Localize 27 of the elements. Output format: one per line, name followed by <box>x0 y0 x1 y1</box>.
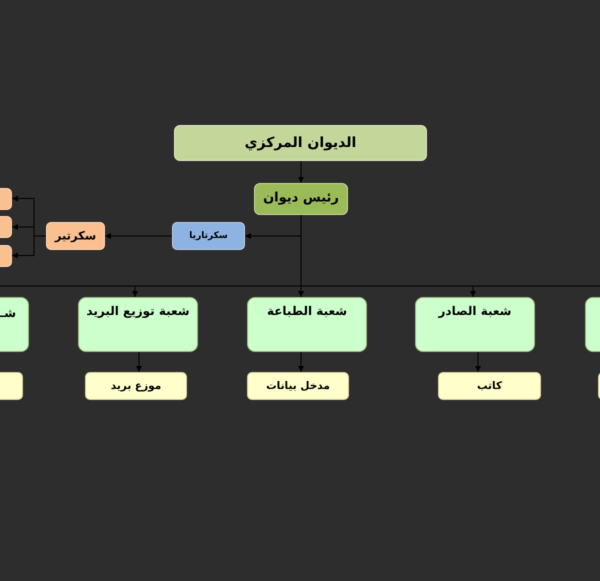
role-title: سكرتير <box>54 229 96 243</box>
section-title: شعبة توزيع البريد <box>86 305 190 319</box>
staff-box <box>46 222 105 250</box>
job-title: موزع بريد <box>110 380 162 392</box>
connector-arrow <box>475 352 481 372</box>
section-box <box>78 297 198 352</box>
role-title: سكرتاريا <box>189 230 228 242</box>
title-box <box>174 125 427 161</box>
staff-box <box>172 222 245 250</box>
connector-arrow <box>136 352 142 372</box>
job-box <box>438 372 541 400</box>
section-box <box>415 297 535 352</box>
job-box <box>247 372 349 400</box>
connector-arrow <box>298 160 304 184</box>
connector-arrow <box>12 236 46 258</box>
org-title: الديوان المركزي <box>244 134 356 152</box>
section-title: شعبة الطباعة <box>266 305 348 319</box>
connector-arrow <box>104 233 172 239</box>
section-title: شعبة الصادر <box>438 305 512 319</box>
section-box <box>247 297 367 352</box>
role-title: رئيس ديوان <box>263 192 339 206</box>
job-box <box>85 372 187 400</box>
job-title: مدخل بيانات <box>266 380 330 392</box>
manager-box <box>254 183 348 215</box>
section-title: شـ <box>0 307 16 321</box>
job-title: كاتب <box>476 380 502 392</box>
connector-arrow <box>298 352 304 372</box>
